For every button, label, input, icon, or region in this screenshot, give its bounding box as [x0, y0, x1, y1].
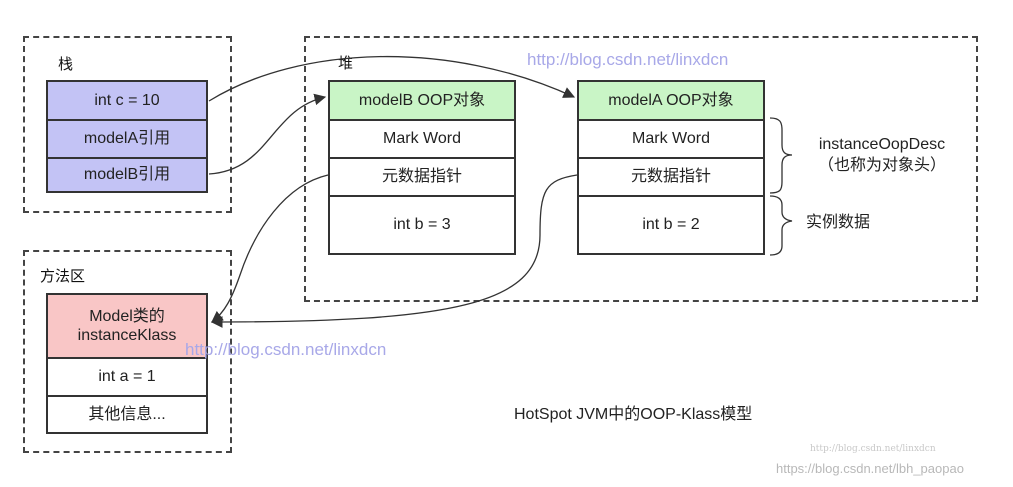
model-instance-klass: Model类的 instanceKlass int a = 1 其他信息...: [46, 293, 208, 434]
arrow-modelA-ref: [208, 55, 576, 102]
modelA-mark-word: Mark Word: [579, 119, 763, 157]
modelA-oop: modelA OOP对象 Mark Word 元数据指针 int b = 2: [577, 80, 765, 255]
instance-data-label: 实例数据: [806, 214, 871, 231]
instance-oop-desc-label: instanceOopDesc （也称为对象头）: [797, 135, 967, 177]
brace-instance-data: [769, 195, 793, 256]
stack-cell-modelA-ref: modelA引用: [48, 119, 206, 157]
method-area-region: [23, 250, 232, 453]
modelB-meta-pointer: 元数据指针: [330, 157, 514, 195]
watermark-middle: http://blog.csdn.net/linxdcn: [185, 340, 387, 359]
stack-cell-modelB-ref: modelB引用: [48, 157, 206, 191]
stack-frame: int c = 10 modelA引用 modelB引用: [46, 80, 208, 193]
stack-cell-int-c: int c = 10: [48, 82, 206, 119]
stack-region: [23, 36, 232, 213]
arrow-modelB-ref: [208, 93, 327, 175]
instance-oop-desc-line1: instanceOopDesc: [818, 136, 946, 153]
diagram-caption: HotSpot JVM中的OOP-Klass模型: [514, 406, 753, 423]
modelA-meta-pointer: 元数据指针: [579, 157, 763, 195]
watermark-top: http://blog.csdn.net/linxdcn: [527, 50, 729, 69]
watermark-small: http://blog.csdn.net/linxdcn: [810, 444, 936, 454]
arrow-modelB-meta: [211, 174, 329, 323]
modelA-header: modelA OOP对象: [579, 82, 763, 119]
modelB-mark-word: Mark Word: [330, 119, 514, 157]
modelB-field: int b = 3: [330, 195, 514, 253]
klass-field: int a = 1: [48, 357, 206, 395]
brace-object-header: [769, 117, 793, 194]
instance-oop-desc-line2: （也称为对象头）: [817, 156, 946, 174]
modelB-header: modelB OOP对象: [330, 82, 514, 119]
watermark-corner: https://blog.csdn.net/lbh_paopao: [776, 461, 964, 476]
heap-region: [304, 36, 978, 302]
klass-other-info: 其他信息...: [48, 395, 206, 432]
klass-header: Model类的 instanceKlass: [48, 295, 206, 357]
modelA-field: int b = 2: [579, 195, 763, 253]
stack-title: 栈: [58, 56, 74, 73]
arrow-modelA-meta: [210, 174, 578, 328]
modelB-oop: modelB OOP对象 Mark Word 元数据指针 int b = 3: [328, 80, 516, 255]
method-area-title: 方法区: [40, 268, 86, 285]
